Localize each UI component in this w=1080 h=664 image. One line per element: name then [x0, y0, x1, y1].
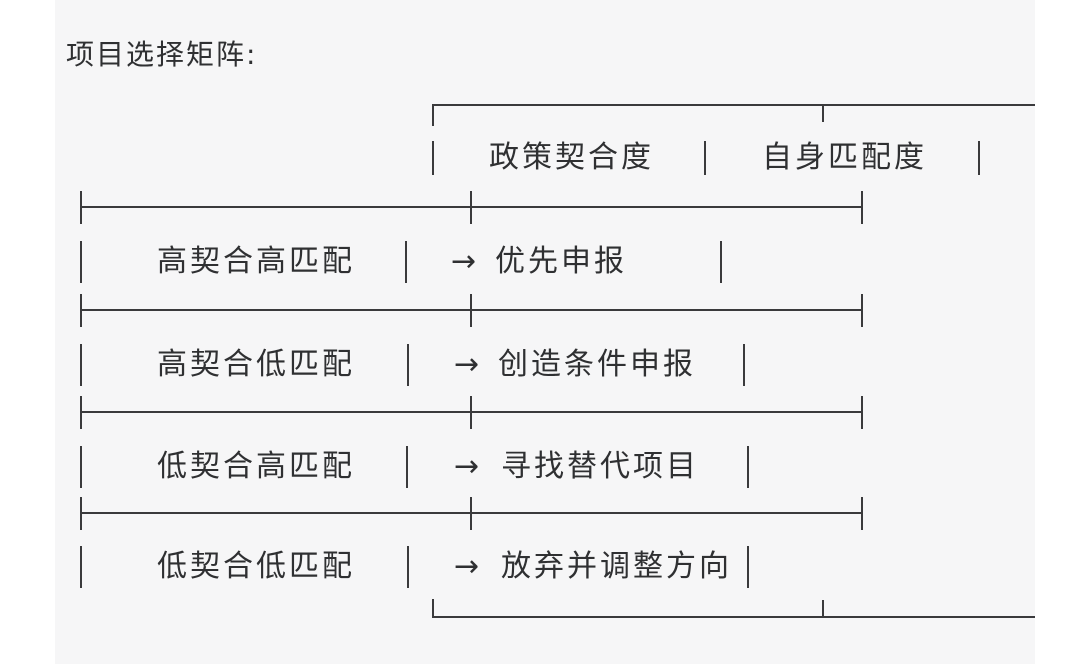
separator-tick: [80, 294, 82, 327]
column-divider: [80, 344, 82, 386]
separator-tick: [470, 191, 472, 224]
separator-tick: [80, 396, 82, 429]
header-column-divider: [704, 141, 706, 175]
header-column-divider: [978, 141, 980, 175]
separator-tick: [861, 396, 863, 429]
table-top-border-left-stub: [432, 104, 434, 126]
column-header-self-match: 自身匹配度: [762, 140, 927, 175]
column-divider: [406, 446, 408, 488]
table-bottom-border-left-stub: [432, 599, 434, 618]
row-condition: 高契合低匹配: [157, 347, 355, 382]
arrow-right-icon: →: [451, 244, 477, 279]
table-bottom-border: [432, 616, 1035, 618]
row-action: 寻找替代项目: [501, 449, 699, 484]
separator-tick: [80, 191, 82, 224]
separator-tick: [861, 497, 863, 530]
column-divider: [80, 241, 82, 283]
separator-tick: [861, 191, 863, 224]
column-divider: [720, 241, 722, 283]
separator-tick: [80, 497, 82, 530]
row-condition: 低契合低匹配: [157, 549, 355, 584]
column-divider: [80, 546, 82, 588]
column-divider: [743, 344, 745, 386]
column-divider: [80, 446, 82, 488]
row-action: 放弃并调整方向: [501, 549, 732, 584]
row-condition: 高契合高匹配: [157, 244, 355, 279]
page-title: 项目选择矩阵:: [66, 38, 258, 71]
table-top-border: [432, 104, 1035, 106]
separator-tick: [470, 396, 472, 429]
separator-tick: [470, 497, 472, 530]
arrow-right-icon: →: [454, 449, 480, 484]
arrow-right-icon: →: [454, 347, 480, 382]
column-divider: [747, 446, 749, 488]
arrow-right-icon: →: [454, 549, 480, 584]
column-divider: [405, 241, 407, 283]
header-column-divider: [432, 141, 434, 175]
row-action: 创造条件申报: [498, 347, 696, 382]
separator-tick: [861, 294, 863, 327]
column-header-policy-fit: 政策契合度: [489, 140, 654, 175]
column-divider: [747, 546, 749, 588]
table-top-border-tick: [822, 104, 824, 122]
row-condition: 低契合高匹配: [157, 449, 355, 484]
row-action: 优先申报: [495, 244, 627, 279]
column-divider: [407, 546, 409, 588]
separator-tick: [470, 294, 472, 327]
code-block-panel: [55, 0, 1035, 664]
table-bottom-border-tick: [822, 600, 824, 618]
column-divider: [407, 344, 409, 386]
